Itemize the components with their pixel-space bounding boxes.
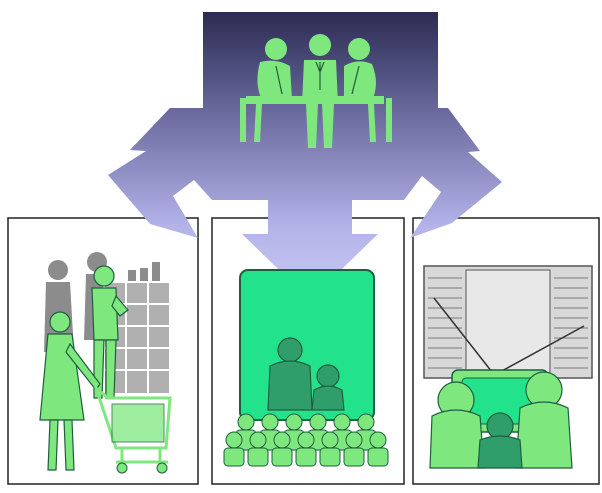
tv-viewers-icon <box>423 265 593 469</box>
shopping-scene-icon <box>39 252 172 474</box>
meeting-group-icon <box>240 34 392 148</box>
cinema-audience-icon <box>223 269 389 467</box>
meeting-details <box>275 61 360 95</box>
branching-arrow <box>108 12 502 300</box>
